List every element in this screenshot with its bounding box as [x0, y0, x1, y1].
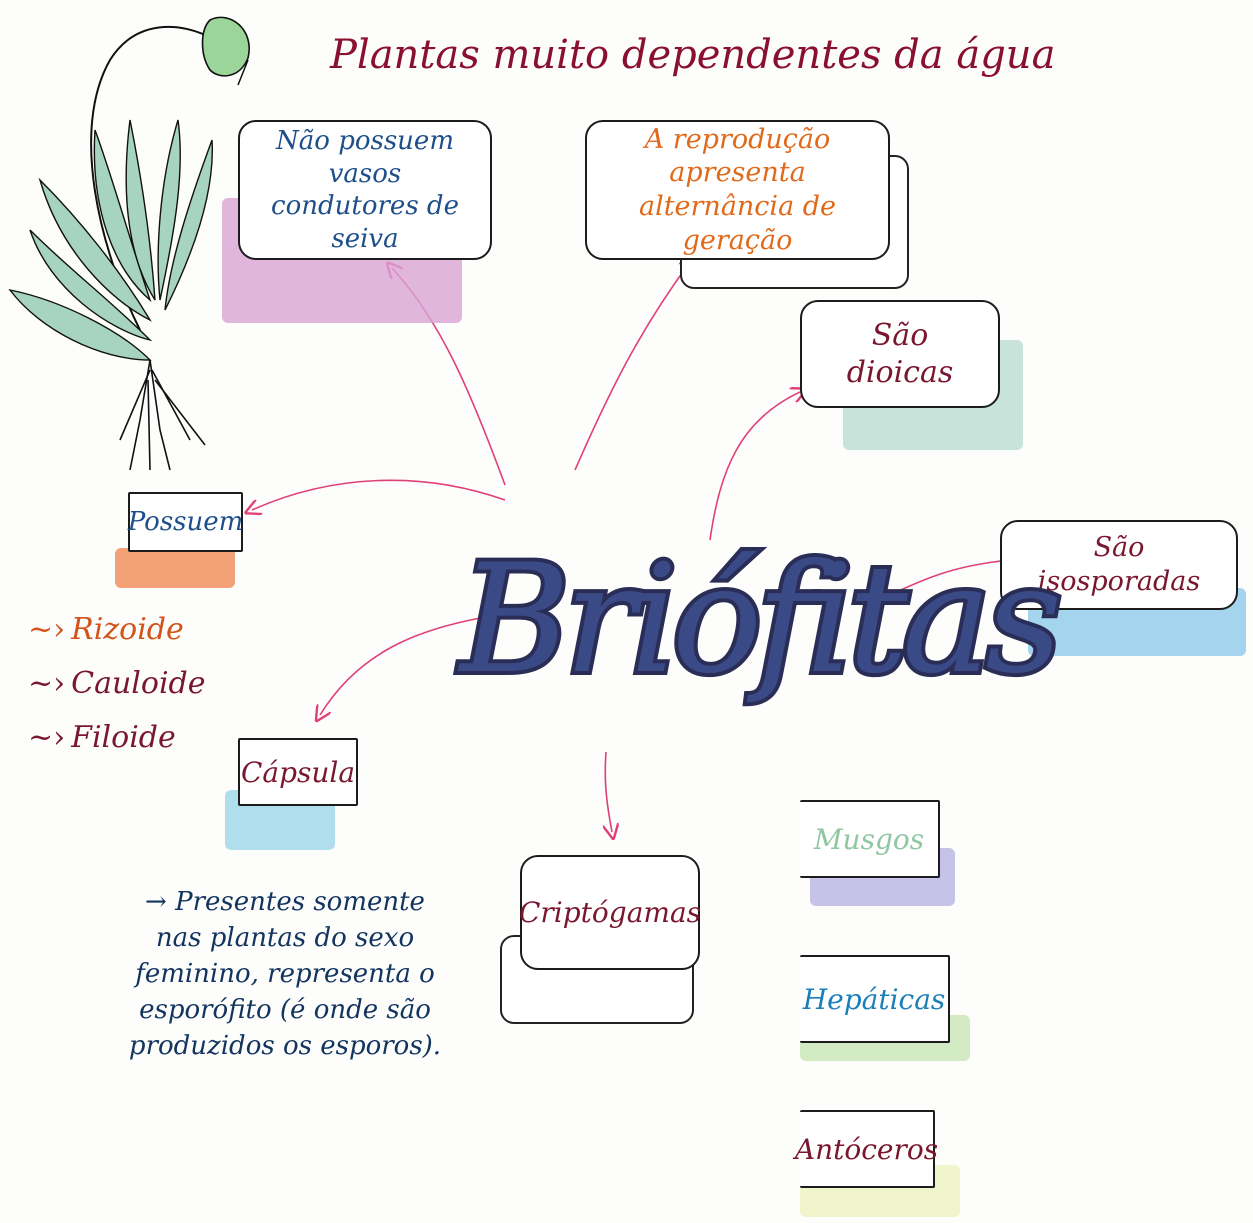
wash-possuem	[115, 548, 235, 588]
arrow-to-capsula	[320, 617, 481, 715]
arrow-to-reproducao	[574, 262, 690, 471]
node-antoceros[interactable]: Antóceros	[795, 1110, 965, 1220]
arrow-to-possuem	[252, 479, 506, 510]
leaf-bud-icon	[201, 16, 250, 86]
main-title: Briófitas	[456, 529, 1066, 711]
node-capsula-label: Cápsula	[238, 738, 358, 806]
node-isosporadas[interactable]: São isosporadas	[1000, 520, 1250, 660]
node-possuem[interactable]: Possuem	[110, 490, 250, 595]
arrow-to-isosporadas	[879, 560, 1010, 601]
node-musgos-label: Musgos	[800, 800, 940, 878]
node-vasos-label: Não possuem vasos condutores de seiva	[238, 120, 492, 260]
node-isosporadas-label: São isosporadas	[1000, 520, 1238, 610]
node-criptogamas[interactable]: Criptógamas	[500, 855, 710, 1025]
node-reproducao[interactable]: A reprodução apresenta alternância de ge…	[585, 120, 920, 290]
node-musgos[interactable]: Musgos	[800, 800, 960, 910]
node-vasos[interactable]: Não possuem vasos condutores de seiva	[218, 120, 498, 330]
node-reproducao-label: A reprodução apresenta alternância de ge…	[585, 120, 890, 260]
arrow-to-dioicas	[709, 392, 800, 541]
arrow-to-criptogamas	[605, 751, 612, 832]
node-possuem-label: Possuem	[128, 492, 243, 552]
list-item-cauloide: ~›Cauloide	[28, 666, 206, 701]
node-criptogamas-label: Criptógamas	[519, 855, 701, 970]
list-item-rizoide: ~›Rizoide	[28, 612, 184, 647]
node-capsula[interactable]: Cápsula	[220, 730, 360, 855]
list-item-filoide: ~›Filoide	[28, 720, 176, 755]
node-dioicas-label: São dioicas	[800, 300, 1000, 408]
node-antoceros-label: Antóceros	[795, 1110, 938, 1188]
node-hepaticas[interactable]: Hepáticas	[800, 955, 975, 1065]
capsula-note: → Presentes somente nas plantas do sexo …	[128, 887, 442, 1061]
plant-illustration-icon	[8, 16, 250, 471]
node-dioicas[interactable]: São dioicas	[795, 300, 1030, 455]
node-hepaticas-label: Hepáticas	[800, 955, 950, 1043]
header-text: Plantas muito dependentes da água	[330, 32, 1056, 78]
